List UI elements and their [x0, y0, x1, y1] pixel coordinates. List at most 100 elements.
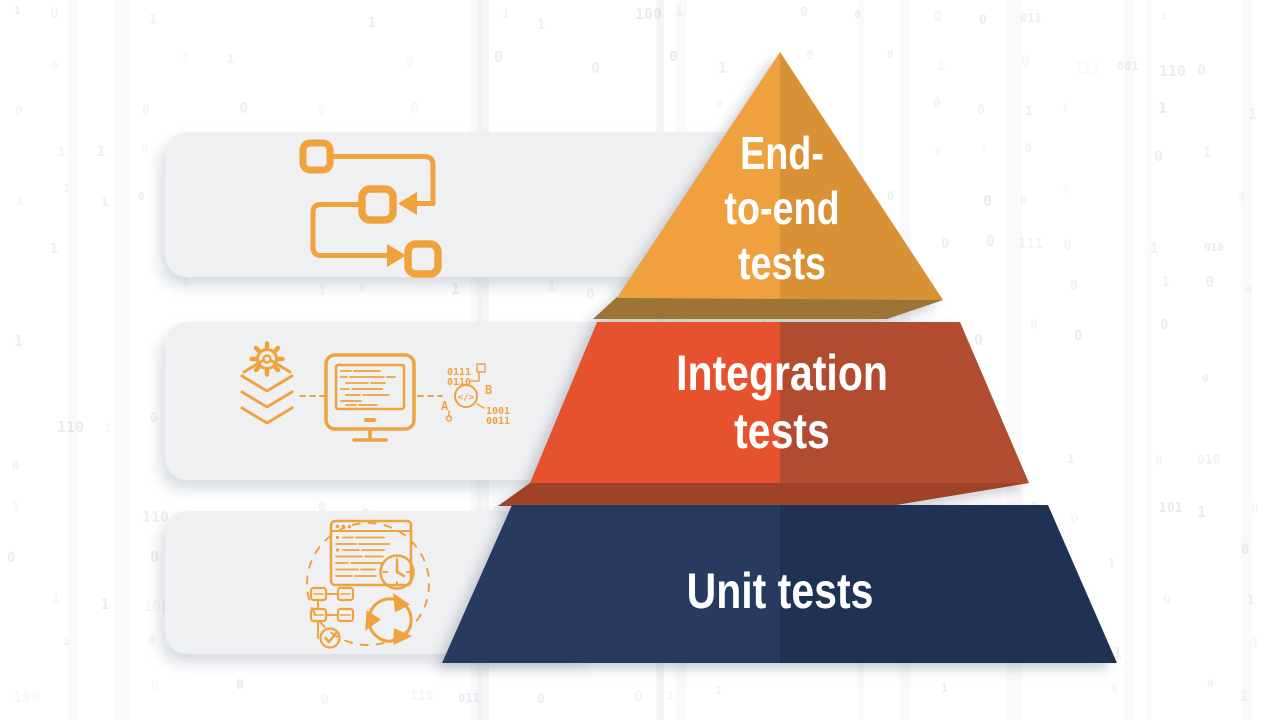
background-binary-digit: 100 [144, 599, 170, 615]
background-binary-digit: 0 [1160, 317, 1169, 333]
e2e-underside-band [593, 297, 943, 319]
background-binary-digit: 0 [1063, 236, 1073, 254]
background-binary-digit: 111 [1075, 61, 1101, 77]
background-binary-digit: 1 [58, 145, 66, 159]
background-binary-digit: 0 [1238, 190, 1246, 204]
background-binary-digit: 0 [150, 411, 158, 426]
workflow-node-1 [299, 139, 334, 174]
background-binary-digit: 0 [986, 232, 996, 250]
background-binary-digit: 1 [14, 4, 21, 17]
background-streak [1145, 0, 1152, 720]
gear-icon [249, 341, 285, 377]
background-binary-digit: 0 [15, 104, 23, 119]
monitor-code-icon [324, 353, 416, 442]
background-binary-digit: 1 [63, 182, 70, 195]
unit-trapezoid-left [442, 505, 780, 663]
background-binary-digit: 1 [1067, 452, 1075, 466]
binary-text: 0110 [447, 377, 471, 388]
background-binary-digit: 1 [718, 59, 728, 77]
background-binary-digit: 1 [1025, 104, 1033, 118]
background-binary-digit: 1 [104, 421, 112, 435]
background-binary-digit: 1 [358, 282, 365, 295]
background-binary-digit: 010 [1197, 453, 1221, 468]
workflow-icon [299, 139, 442, 278]
background-binary-digit: 100 [13, 688, 41, 706]
browser-code-icon [329, 519, 413, 587]
background-binary-digit: 1 [675, 2, 685, 20]
background-binary-digit: 1 [1203, 145, 1212, 161]
background-binary-digit: 0 [1111, 682, 1119, 696]
background-binary-digit: 0 [1070, 279, 1078, 294]
background-binary-digit: 011 [1020, 11, 1042, 25]
background-binary-digit: 1 [1113, 644, 1123, 662]
background-binary-digit: 0 [320, 690, 330, 708]
background-binary-digit: 0 [239, 99, 249, 117]
background-binary-digit: 0 [634, 687, 644, 705]
background-binary-digit: 0 [1021, 52, 1031, 70]
background-binary-digit: 0 [236, 678, 244, 693]
background-binary-digit: 1 [1248, 105, 1258, 123]
background-binary-digit: 001 [1117, 59, 1139, 73]
background-binary-digit: 0 [935, 145, 942, 158]
background-binary-digit: 1 [227, 52, 235, 66]
background-binary-digit: 0 [494, 48, 504, 66]
background-binary-digit: 0 [138, 190, 145, 203]
background-binary-digit: 0 [1241, 542, 1250, 558]
background-binary-digit: 0 [974, 331, 984, 349]
label-line: to-end [724, 182, 840, 234]
background-binary-digit: 0 [933, 97, 941, 112]
background-binary-digit: 0 [7, 550, 16, 566]
background-binary-digit: 1 [52, 591, 60, 606]
background-binary-digit: 101 [1159, 501, 1183, 516]
background-binary-digit: 1 [1158, 99, 1168, 117]
background-binary-digit: 0 [318, 103, 326, 117]
label-line: tests [734, 403, 830, 459]
workflow-node-3 [404, 240, 442, 278]
background-binary-digit: 0 [51, 59, 59, 73]
background-binary-digit: 1 [667, 689, 675, 703]
background-binary-digit: 0 [410, 99, 420, 117]
label-integration-tests: Integration tests [618, 348, 946, 464]
clock-icon [379, 554, 415, 590]
background-binary-digit: 1 [1150, 241, 1159, 257]
background-binary-digit: 1 [368, 16, 376, 31]
integration-trapezoid-left [530, 322, 780, 483]
background-binary-digit: 0 [586, 285, 596, 303]
background-binary-digit: 0 [1155, 454, 1163, 469]
background-binary-digit: 0 [12, 459, 20, 473]
background-binary-digit: 0 [716, 98, 723, 111]
background-streak [1124, 0, 1134, 720]
code-symbol: </> [458, 393, 475, 403]
background-binary-digit: 1 [537, 17, 546, 33]
background-binary-digit: 0 [1202, 372, 1209, 385]
background-binary-digit: 1 [149, 13, 157, 28]
background-binary-digit: 0 [591, 59, 601, 77]
label-line: tests [737, 237, 827, 289]
binary-text: 0111 [447, 367, 471, 378]
background-binary-digit: 0 [1030, 318, 1038, 333]
background-binary-digit: 1 [318, 284, 326, 299]
layers-gear-icon [240, 341, 294, 425]
background-binary-digit: 110 [57, 418, 85, 436]
background-binary-digit: 1 [14, 332, 24, 350]
arrow-right-icon [387, 244, 406, 267]
background-binary-digit: 0 [854, 8, 861, 21]
letter-a: A [441, 399, 449, 413]
background-binary-digit: 1 [50, 242, 58, 257]
background-binary-digit: 0 [318, 499, 327, 515]
background-binary-digit: 0 [50, 4, 60, 22]
background-binary-digit: 0 [150, 548, 160, 566]
background-binary-digit: 0 [806, 49, 814, 64]
background-binary-digit: 1 [97, 144, 106, 160]
background-binary-digit: 0 [1245, 284, 1252, 297]
e2e-triangle-right [780, 52, 943, 300]
background-binary-digit: 0 [983, 192, 993, 210]
recycle-icon [365, 593, 413, 646]
background-binary-digit: 0 [148, 633, 156, 648]
monitor-code-lines [340, 370, 396, 406]
background-binary-digit: 0 [1205, 273, 1215, 291]
background-binary-digit: 0 [141, 142, 149, 156]
workflow-node-2 [358, 185, 397, 224]
background-binary-digit: 1 [1251, 635, 1260, 651]
